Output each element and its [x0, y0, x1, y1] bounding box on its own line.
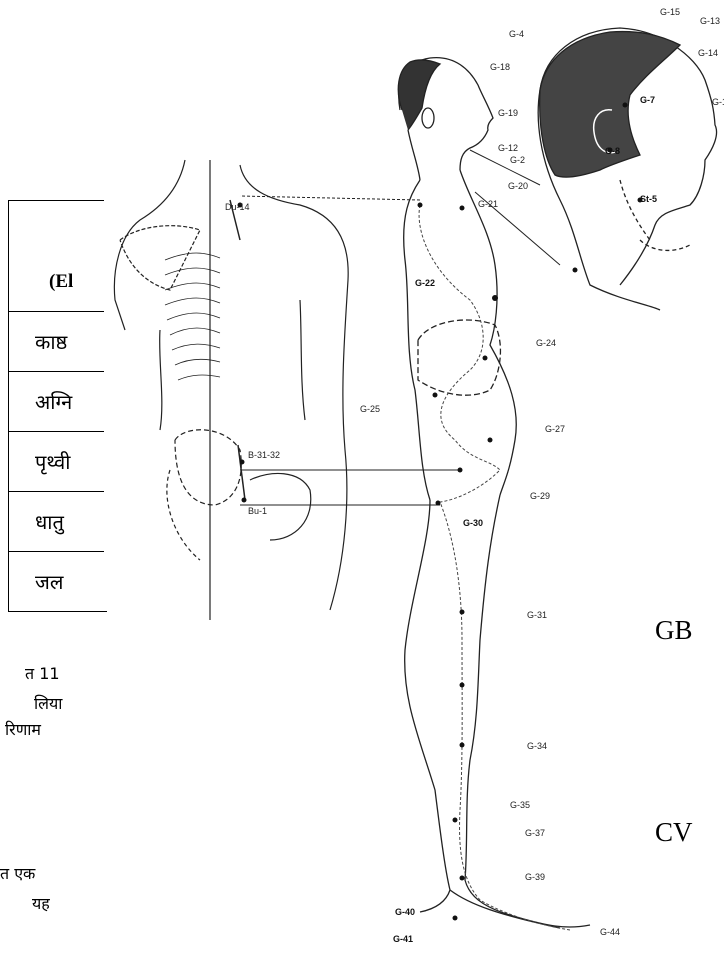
figure-background [104, 140, 404, 610]
point-label: G-8 [605, 146, 620, 156]
point-label: G-30 [463, 518, 483, 528]
point-label: Du-14 [225, 202, 250, 212]
point-label: G-41 [393, 934, 413, 944]
point-label: Bu-1 [248, 506, 267, 516]
point-label: B-31-32 [248, 450, 280, 460]
point-label: G-1 [712, 97, 724, 107]
point-label: G-25 [360, 404, 380, 414]
point-label: G-15 [660, 7, 680, 17]
point-label: G-7 [640, 95, 655, 105]
point-label: G-27 [545, 424, 565, 434]
point-label: G-35 [510, 800, 530, 810]
point-label: G-24 [536, 338, 556, 348]
point-label: G-40 [395, 907, 415, 917]
point-label: G-34 [527, 741, 547, 751]
point-label: G-22 [415, 278, 435, 288]
point-label: G-39 [525, 872, 545, 882]
point-label: G-31 [527, 610, 547, 620]
point-label: G-4 [509, 29, 524, 39]
point-label: G-21 [478, 199, 498, 209]
head-closeup-figure [538, 28, 716, 310]
point-label: G-20 [508, 181, 528, 191]
point-label: St-5 [640, 194, 657, 204]
point-label: G-19 [498, 108, 518, 118]
point-label: G-44 [600, 927, 620, 937]
point-label: G-37 [525, 828, 545, 838]
point-label: G-2 [510, 155, 525, 165]
point-label: G-13 [700, 16, 720, 26]
point-label: G-12 [498, 143, 518, 153]
point-label: G-14 [698, 48, 718, 58]
point-label: G-18 [490, 62, 510, 72]
point-label: G-29 [530, 491, 550, 501]
